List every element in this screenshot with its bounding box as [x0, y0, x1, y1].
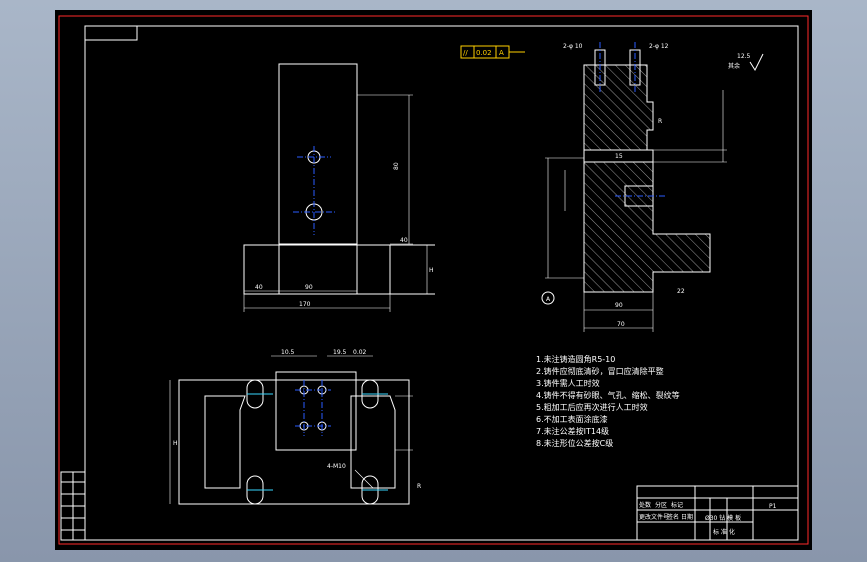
- section-view: 90 70 15 2-φ 10 2-φ 12 22 R A // 0.02 A …: [460, 42, 764, 332]
- roughness-note: 其余: [728, 62, 740, 70]
- front-view: 80 40 H 40 90 170: [243, 63, 435, 312]
- drawing-number: P1: [769, 503, 777, 510]
- sheet-inner-border: [84, 25, 799, 541]
- datum-symbol: [541, 291, 555, 305]
- title-block: 处数 分区 标记 更改文件号 签名 日期 Ø30 钻 模 板 标 准 化 P1: [636, 485, 799, 541]
- title-row-label: 标记: [671, 501, 683, 509]
- bottom-label: 标 准 化: [713, 528, 735, 536]
- front-total-height: 80: [393, 162, 400, 170]
- note-line: 2.铸件应彻底清砂，冒口应清除平整: [536, 366, 664, 376]
- front-height-right: H: [429, 267, 434, 274]
- note-line: 8.未注形位公差按C级: [536, 438, 613, 448]
- engineering-drawing: 80 40 H 40 90 170 90 70: [58, 15, 809, 545]
- tolerance-symbol: //: [463, 49, 468, 57]
- note-line: 5.粗加工后应再次进行人工时效: [536, 402, 648, 412]
- top-left-spacing: 10.5: [281, 349, 295, 356]
- note-line: 4.铸件不得有砂眼、气孔、缩松、裂纹等: [536, 390, 680, 400]
- title-row-label: 分区: [655, 501, 667, 509]
- top-tolerance: 0.02: [353, 349, 367, 356]
- section-chamfer-label: 22: [677, 288, 685, 295]
- section-counterbore-label: 2-φ 12: [649, 43, 669, 50]
- note-line: 3.铸件需人工时效: [536, 378, 600, 388]
- tolerance-value: 0.02: [476, 49, 492, 57]
- top-height-label: H: [173, 440, 178, 447]
- front-width-upper: 90: [305, 284, 313, 291]
- front-base-height: 40: [400, 237, 408, 244]
- tolerance-datum: A: [499, 49, 504, 57]
- top-slot-label: R: [417, 483, 421, 490]
- section-side-label: R: [658, 118, 662, 125]
- revision-table: [60, 471, 86, 541]
- note-line: 7.未注公差按IT14级: [536, 426, 609, 436]
- section-base-width: 90: [615, 302, 623, 309]
- top-right-spacing: 19.5: [333, 349, 347, 356]
- section-bore-label: 2-φ 10: [563, 43, 583, 50]
- section-inner-width: 70: [617, 321, 625, 328]
- datum-label: A: [546, 296, 551, 303]
- top-view: 10.5 19.5 0.02 4-M10 R H: [169, 349, 421, 505]
- part-name: Ø30 钻 模 板: [705, 514, 741, 522]
- technical-notes: 1.未注铸造圆角R5-10 2.铸件应彻底清砂，冒口应清除平整 3.铸件需人工时…: [536, 354, 680, 448]
- title-row-label: 更改文件号: [639, 513, 669, 521]
- title-row-label: 日期: [681, 513, 693, 521]
- title-row-label: 处数: [639, 501, 651, 509]
- roughness-value: 12.5: [737, 53, 751, 60]
- cad-viewport[interactable]: 80 40 H 40 90 170 90 70: [55, 10, 812, 550]
- note-line: 1.未注铸造圆角R5-10: [536, 354, 615, 364]
- drawing-number-box: [84, 25, 138, 41]
- section-hatch-body: [583, 64, 654, 151]
- section-depth-label: 15: [615, 153, 623, 160]
- top-hole-callout: 4-M10: [327, 463, 346, 470]
- front-left-offset: 40: [255, 284, 263, 291]
- title-row-label: 签名: [667, 513, 679, 521]
- front-width-overall: 170: [299, 301, 311, 308]
- sheet-outer-border: [58, 15, 809, 545]
- note-line: 6.不加工表面涂底漆: [536, 414, 608, 424]
- section-hatch-lower: [583, 161, 711, 293]
